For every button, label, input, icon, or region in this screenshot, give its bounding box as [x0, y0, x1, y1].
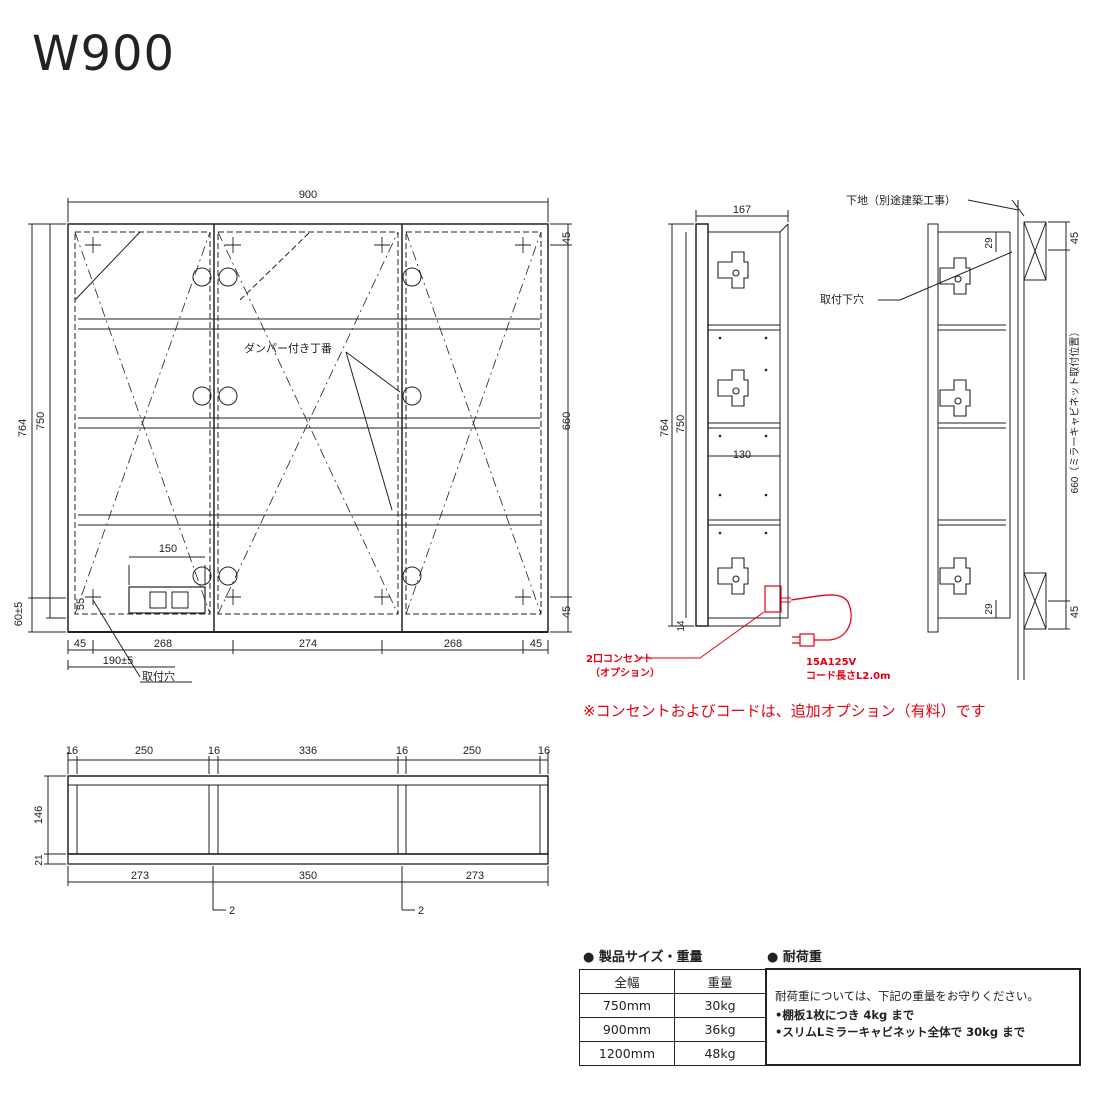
plan-top-dim-7: 16 [538, 745, 550, 757]
front-bottom-dim-3: 274 [299, 638, 317, 650]
plan-depth-dim: 146 [33, 806, 45, 824]
front-bottom-dim-1: 45 [74, 638, 86, 650]
front-hole-offset-dim: 55 [75, 598, 87, 610]
side-inner-width-dim: 130 [733, 449, 751, 461]
table-header-row: 全幅 重量 耐荷重については、下記の重量をお守りください。 •棚板1枚につき 4… [579, 968, 1081, 1066]
plan-bottom-dim-2: 350 [299, 870, 317, 882]
plan-top-dim-3: 16 [208, 745, 220, 757]
front-height-total-dim: 764 [17, 419, 29, 437]
front-width-dim: 900 [299, 189, 317, 201]
weight-cell: 48kg [674, 1040, 767, 1066]
front-outlet-width-dim: 150 [159, 543, 177, 555]
width-cell: 1200mm [579, 1040, 675, 1066]
load-heading-text: 耐荷重 [782, 950, 822, 965]
plan-bottom-dim-3: 273 [466, 870, 484, 882]
outlet-option-label: （オプション） [590, 666, 660, 679]
plan-top-dim-2: 250 [135, 745, 153, 757]
side-height-box-dim: 750 [675, 415, 687, 433]
side-bottom-gap-dim: 14 [676, 620, 687, 632]
plan-top-dim-5: 16 [396, 745, 408, 757]
page-title: W900 [32, 26, 176, 82]
weight-cell: 36kg [674, 1016, 767, 1042]
front-hole-dim: 190±5 [103, 655, 134, 667]
load-intro: 耐荷重については、下記の重量をお守りください。 [775, 989, 1039, 1003]
bullet-icon: ● [767, 950, 783, 965]
front-height-box-dim: 750 [35, 412, 47, 430]
plan-bottom-dim-1: 273 [131, 870, 149, 882]
wall-base-label: 下地（別途建築工事） [846, 193, 956, 207]
wall-gap-top-dim: 29 [984, 237, 995, 249]
width-cell: 900mm [579, 1016, 675, 1042]
front-mount-span-dim: 660 [561, 412, 573, 430]
wall-view [878, 199, 1070, 680]
front-left-offset-dim: 60±5 [13, 602, 25, 626]
front-top-offset-dim: 45 [561, 232, 573, 244]
col-width-header: 全幅 [579, 968, 675, 994]
plan-top-dim-6: 250 [463, 745, 481, 757]
weight-cell: 30kg [674, 992, 767, 1018]
spec-table: 全幅 重量 耐荷重については、下記の重量をお守りください。 •棚板1枚につき 4… [579, 968, 1081, 1066]
front-bottom-offset-dim: 45 [561, 606, 573, 618]
wall-span-dim: 660（ミラーキャビネット取付位置） [1068, 327, 1081, 494]
table-row: 1200mm 48kg [579, 1040, 1081, 1066]
front-bottom-dim-4: 268 [444, 638, 462, 650]
side-view [636, 210, 852, 659]
load-line-shelf: •棚板1枚につき 4kg まで [775, 1008, 915, 1022]
plan-thickness-dim-1: 2 [229, 905, 235, 917]
wall-bottom-dim: 45 [1069, 606, 1081, 618]
bullet-icon: ● [583, 950, 599, 965]
damper-hinge-label: ダンパー付き丁番 [244, 341, 332, 355]
plan-top-dim-1: 16 [66, 745, 78, 757]
wall-top-dim: 45 [1069, 232, 1081, 244]
side-height-total-dim: 764 [659, 419, 671, 437]
cord-length-label: コード長さL2.0m [806, 670, 891, 682]
wall-hole-label: 取付下穴 [820, 292, 864, 306]
side-depth-dim: 167 [733, 204, 751, 216]
front-view [28, 198, 572, 683]
front-bottom-dim-2: 268 [154, 638, 172, 650]
plan-top-dim-4: 336 [299, 745, 317, 757]
plan-thickness-dim-2: 2 [418, 905, 424, 917]
option-note: ※コンセントおよびコードは、追加オプション（有料）です [583, 702, 986, 720]
front-hole-label: 取付穴 [142, 669, 175, 683]
cord-spec-label: 15A125V [806, 657, 857, 668]
load-heading: ● 耐荷重 [767, 946, 822, 965]
front-bottom-dim-5: 45 [530, 638, 542, 650]
plan-view [44, 752, 549, 911]
outlet-label: 2口コンセント [586, 653, 653, 665]
spec-heading-text: 製品サイズ・重量 [598, 950, 703, 965]
plan-base-dim: 21 [34, 854, 45, 866]
width-cell: 750mm [579, 992, 675, 1018]
table-row: 900mm 36kg [579, 1016, 1081, 1042]
wall-gap-bottom-dim: 29 [984, 603, 995, 615]
col-weight-header: 重量 [674, 968, 767, 994]
spec-heading: ● 製品サイズ・重量 [583, 946, 703, 965]
load-line-total: •スリムLミラーキャビネット全体で 30kg まで [775, 1025, 1026, 1039]
load-text-cell: 耐荷重については、下記の重量をお守りください。 •棚板1枚につき 4kg まで … [765, 968, 1081, 1066]
